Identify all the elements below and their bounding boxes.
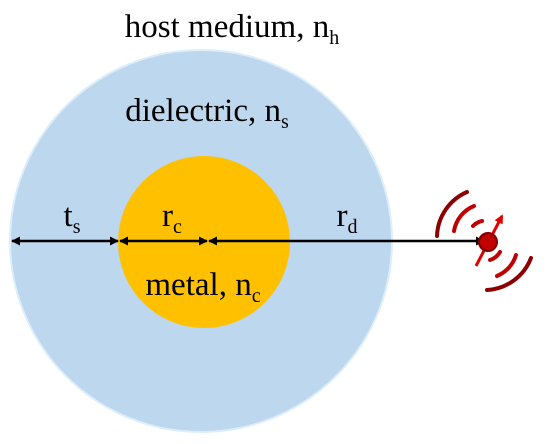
shell-thickness-label: ts bbox=[64, 198, 81, 238]
radiating-dipole-icon bbox=[435, 190, 533, 292]
core-radius-label: rc bbox=[162, 198, 182, 238]
emitter-distance-label: rd bbox=[337, 198, 358, 238]
emitter-dot bbox=[478, 232, 498, 252]
host-medium-label: host medium, nh bbox=[125, 9, 339, 49]
dielectric-label: dielectric, ns bbox=[125, 93, 289, 133]
metal-label: metal, nc bbox=[145, 267, 260, 307]
